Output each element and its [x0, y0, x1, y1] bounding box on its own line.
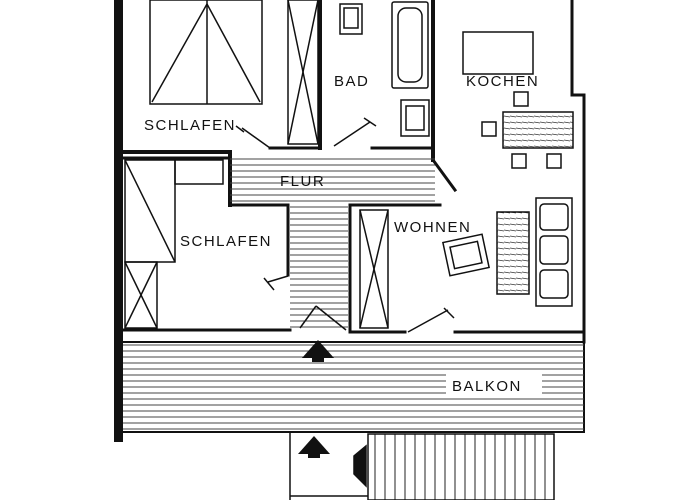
label-bad: BAD: [334, 73, 369, 90]
flur-floor: [230, 154, 435, 204]
living-room-furniture: [299, 197, 573, 333]
bed: [149, 0, 263, 105]
left-outer-wall: [114, 0, 123, 442]
toilet: [339, 3, 363, 35]
label-flur: FLUR: [280, 173, 325, 190]
stair-arrow-icon: [298, 436, 330, 454]
washbasin: [400, 99, 430, 137]
walls: [114, 0, 586, 442]
dining-table: [502, 111, 574, 149]
kitchen-counter: [462, 31, 534, 75]
kitchen-furniture: [462, 31, 574, 169]
label-schlafen-left: SCHLAFEN: [180, 233, 272, 250]
wardrobe: [287, 0, 319, 145]
lower-staircase: [289, 432, 555, 500]
bedroom-top-furniture: [149, 0, 319, 149]
label-wohnen: WOHNEN: [394, 219, 471, 236]
label-schlafen-top: SCHLAFEN: [144, 117, 236, 134]
balcony-label-bg: [446, 374, 542, 398]
bedroom-left-furniture: [124, 159, 289, 329]
staircase-inner: [290, 205, 348, 329]
label-kochen: KOCHEN: [466, 73, 539, 90]
hall-wardrobe: [359, 209, 389, 329]
sofa: [535, 197, 573, 307]
bathtub: [391, 1, 429, 89]
entrance-arrow-icon: [302, 340, 334, 358]
label-balkon: BALKON: [452, 378, 522, 395]
coffee-table: [496, 211, 530, 295]
bathroom-fixtures: [333, 1, 430, 147]
armchair: [442, 233, 490, 277]
